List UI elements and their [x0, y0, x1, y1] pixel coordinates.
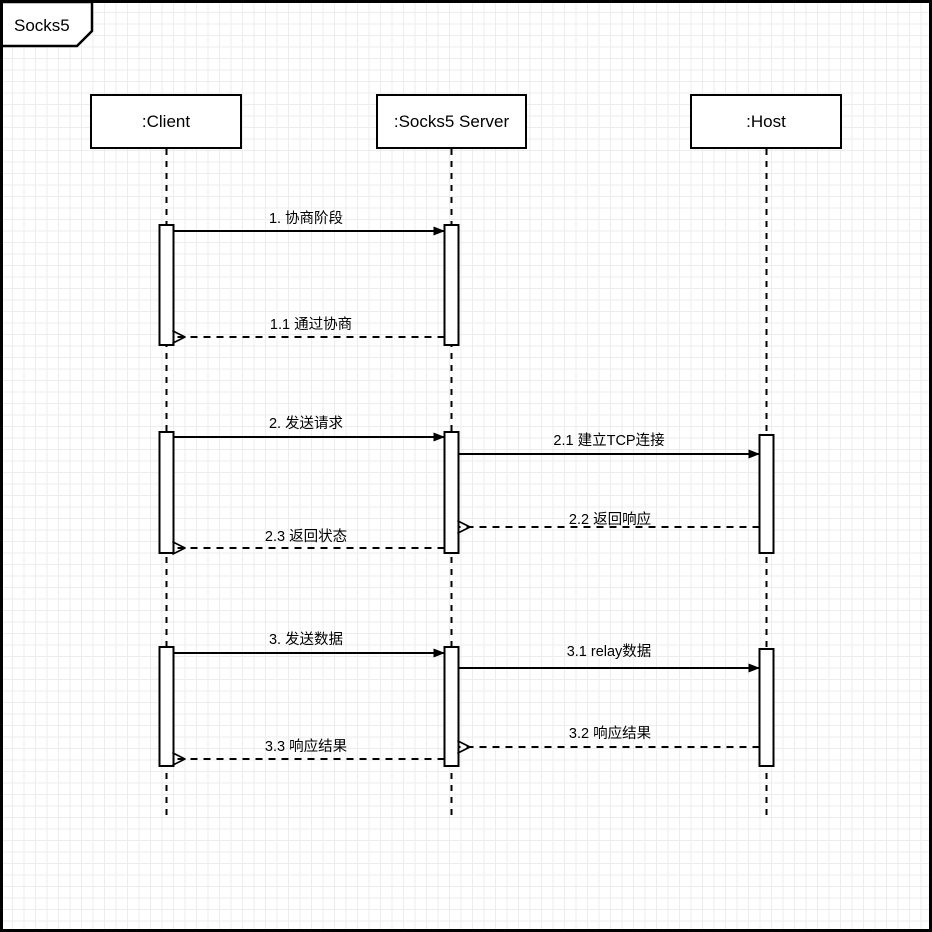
message-label-m1_1: 1.1 通过协商: [269, 317, 353, 333]
message-label-m1: 1. 协商阶段: [268, 211, 344, 227]
activation-bar-client-5: [158, 646, 175, 767]
message-label-m3_3: 3.3 响应结果: [264, 739, 348, 755]
activation-bar-client-2: [158, 431, 175, 554]
lifeline-head-label-host: :Host: [746, 111, 786, 131]
activation-bar-server-1: [443, 224, 460, 346]
message-arrows: [172, 226, 760, 766]
activation-bar-server-3: [443, 431, 460, 554]
message-label-m3_1: 3.1 relay数据: [566, 644, 652, 660]
activation-bar-host-4: [758, 434, 775, 554]
message-label-m2: 2. 发送请求: [268, 416, 344, 432]
message-label-m2_2: 2.2 返回响应: [568, 512, 652, 528]
activation-bars: [158, 224, 775, 767]
lifeline-head-client[interactable]: :Client: [90, 94, 242, 149]
activation-bar-client-0: [158, 224, 175, 346]
activation-bar-server-6: [443, 646, 460, 767]
frame-label: Socks5: [14, 16, 70, 35]
lifeline-dashed-lines: [165, 149, 768, 818]
lifeline-head-label-server: :Socks5 Server: [393, 111, 510, 131]
activation-bar-host-7: [758, 648, 775, 767]
lifeline-head-server[interactable]: :Socks5 Server: [376, 94, 527, 149]
message-label-m3_2: 3.2 响应结果: [568, 726, 652, 742]
lifeline-head-label-client: :Client: [141, 111, 191, 131]
lifeline-head-host[interactable]: :Host: [690, 94, 842, 149]
message-label-m3: 3. 发送数据: [268, 632, 344, 648]
message-label-m2_3: 2.3 返回状态: [264, 529, 348, 545]
message-label-m2_1: 2.1 建立TCP连接: [553, 433, 665, 449]
